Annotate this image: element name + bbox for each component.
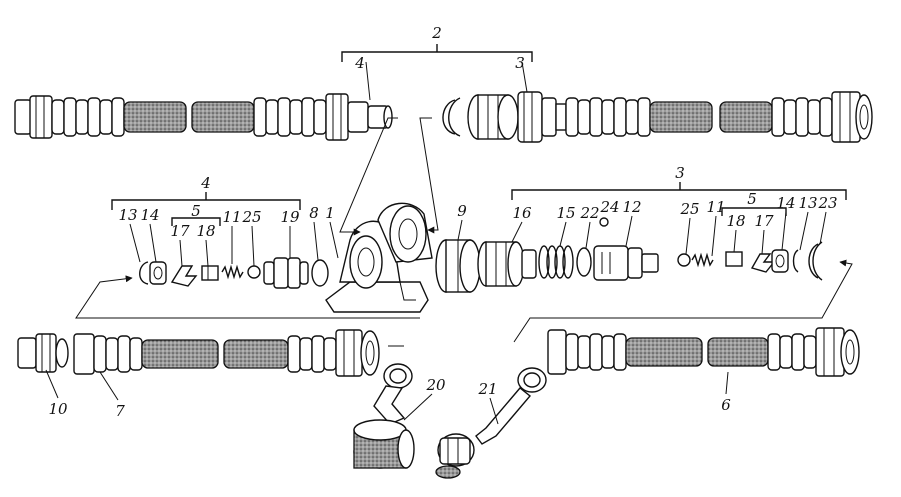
bottom-left-ribs-a <box>93 335 143 373</box>
assembly-arrows-top <box>339 117 439 236</box>
bottom-right-ribs-a <box>565 333 627 371</box>
callout-14-right: 14 <box>776 194 795 212</box>
assembly-arrows-lower <box>75 259 853 343</box>
callout-24-right: 24 <box>599 198 619 216</box>
callout-25-left: 25 <box>241 208 261 226</box>
callout-25-right: 25 <box>679 200 699 218</box>
callout-10: 10 <box>48 400 68 418</box>
dust-cap-21 <box>435 367 547 479</box>
callout-21: 21 <box>477 380 497 398</box>
left-exploded-parts <box>111 192 339 289</box>
callout-22-right: 22 <box>579 204 599 222</box>
callout-6: 6 <box>721 396 731 414</box>
callout-20: 20 <box>425 376 446 394</box>
callout-19-left: 19 <box>280 208 300 226</box>
callout-7: 7 <box>115 402 125 420</box>
right-exploded-parts <box>477 182 847 287</box>
callout-18-left: 18 <box>196 222 215 240</box>
callout-13-right: 13 <box>798 194 817 212</box>
callout-11-left: 11 <box>222 208 241 226</box>
top-left-ribs-b <box>253 97 327 137</box>
callout-13-left: 13 <box>118 206 137 224</box>
callout-3-right: 3 <box>675 164 685 182</box>
top-left-ribs-a <box>51 97 125 137</box>
callout-14-left: 14 <box>140 206 159 224</box>
callout-17-right: 17 <box>754 212 774 230</box>
bracket-group-2 <box>341 44 533 101</box>
callout-4-left: 4 <box>200 174 211 192</box>
spring-15 <box>538 245 574 279</box>
callout-18-right: 18 <box>726 212 745 230</box>
callout-17-left: 17 <box>170 222 190 240</box>
top-right-ribs-b <box>771 97 833 137</box>
dust-cap-20 <box>353 363 433 469</box>
callout-23-right: 23 <box>817 194 837 212</box>
callout-4-top: 4 <box>354 54 365 72</box>
bottom-right-hose-assembly <box>547 327 860 395</box>
union-nut-9 <box>435 219 481 293</box>
callout-11-right: 11 <box>706 198 725 216</box>
callout-8-left: 8 <box>309 204 319 222</box>
callout-5-right: 5 <box>747 190 757 208</box>
bottom-left-ribs-b <box>287 335 337 373</box>
callout-labels: 2 4 3 4 5 13 14 17 18 11 25 19 8 1 9 3 1… <box>48 24 837 420</box>
callout-15-right: 15 <box>556 204 575 222</box>
callout-5-left: 5 <box>191 202 201 220</box>
bottom-right-ribs-b <box>767 333 817 371</box>
callout-3-top: 3 <box>515 54 525 72</box>
mounting-bracket-1 <box>325 202 433 313</box>
callout-9: 9 <box>457 202 467 220</box>
top-right-hose-assembly <box>442 91 873 143</box>
callout-12-right: 12 <box>622 198 641 216</box>
top-left-hose-assembly <box>14 93 393 141</box>
top-right-ribs-a <box>565 97 651 137</box>
callout-16-right: 16 <box>512 204 532 222</box>
callout-1: 1 <box>325 204 335 222</box>
bottom-left-hose-assembly <box>17 329 404 401</box>
callout-2: 2 <box>431 24 442 42</box>
